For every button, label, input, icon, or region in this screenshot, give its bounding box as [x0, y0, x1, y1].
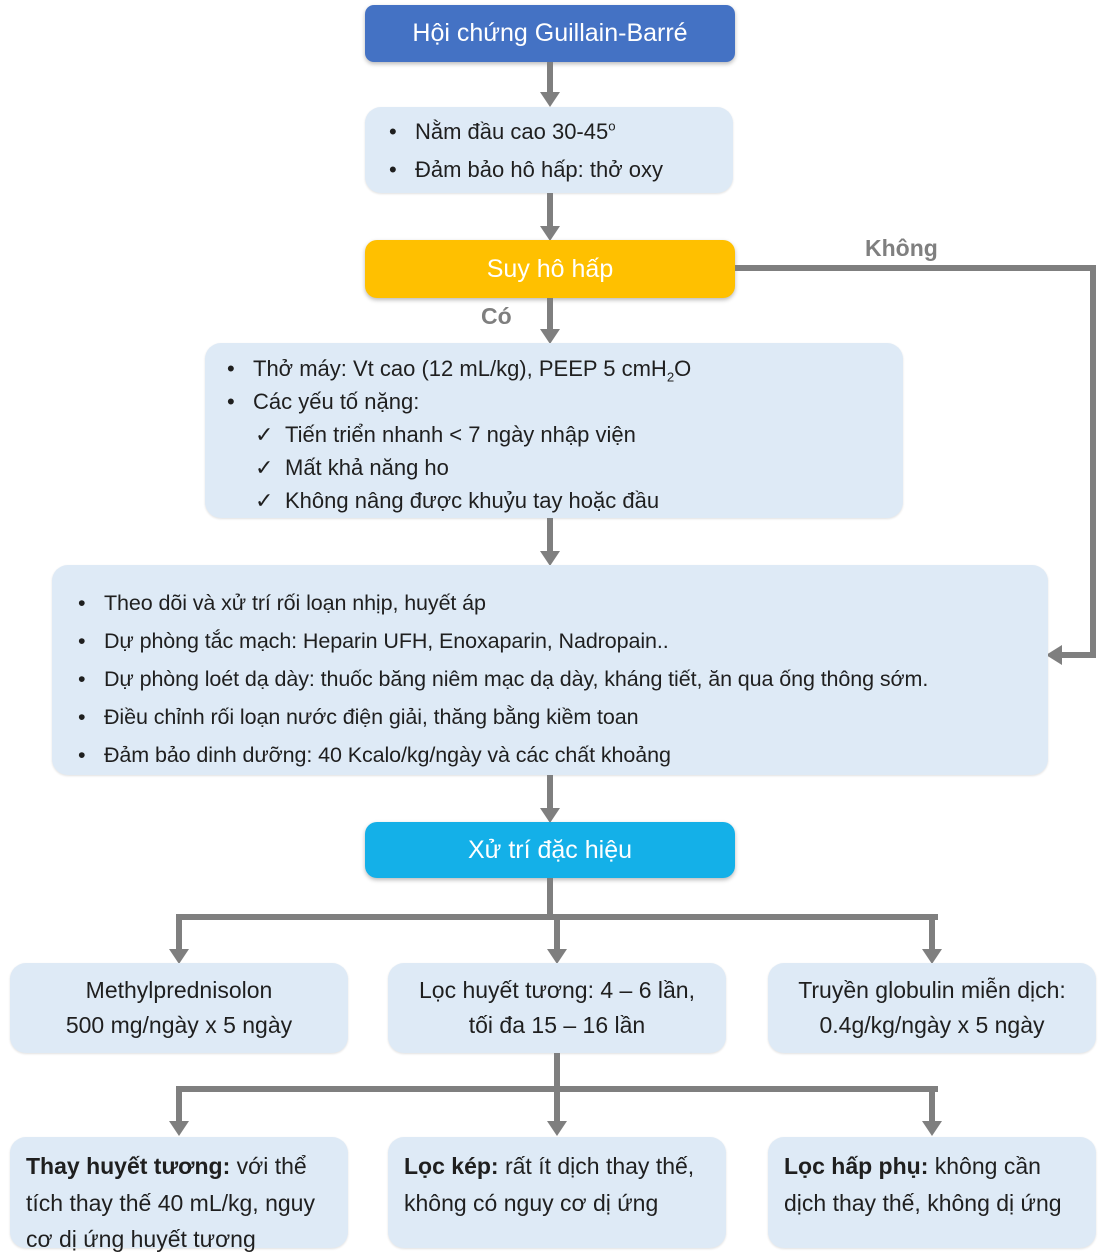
supportive-item-1: • Theo dõi và xử trí rối loạn nhịp, huyế… [78, 584, 1048, 622]
node-ventilation: • Thở máy: Vt cao (12 mL/kg), PEEP 5 cmH… [205, 343, 903, 518]
initial-care-item-1: • Nằm đầu cao 30-45o [389, 113, 733, 151]
arrow-prep-to-respfail-head [540, 226, 560, 241]
branch-label-yes: Có [481, 303, 512, 329]
check-icon: ✓ [255, 422, 274, 447]
check-icon: ✓ [255, 455, 274, 480]
supportive-item-2: • Dự phòng tắc mạch: Heparin UFH, Enoxap… [78, 622, 1048, 660]
tree-a-crossbar [176, 914, 938, 920]
arrow-title-to-prep-shaft [547, 62, 553, 93]
ventilation-check-1: ✓ Tiến triển nhanh < 7 ngày nhập viện [227, 418, 903, 451]
branch-label-no: Không [865, 235, 938, 261]
bullet-icon: • [227, 389, 235, 414]
arrow-respfail-to-vent-head [540, 329, 560, 344]
arrow-vent-to-monitor-shaft [547, 518, 553, 551]
supportive-item-4: • Điều chỉnh rối loạn nước điện giải, th… [78, 698, 1048, 736]
no-branch-vertical-segment [1090, 265, 1096, 658]
tree-b-right-head [922, 1121, 942, 1136]
ventilation-item-1: • Thở máy: Vt cao (12 mL/kg), PEEP 5 cmH… [227, 352, 903, 385]
bullet-icon: • [78, 629, 86, 653]
no-branch-arrowhead [1046, 645, 1062, 665]
node-initial-care: • Nằm đầu cao 30-45o • Đảm bảo hô hấp: t… [365, 107, 733, 193]
node-therapeutic-plasma-exchange: Thay huyết tương: với thể tích thay thế … [10, 1137, 348, 1252]
tree-a-left-shaft [176, 914, 182, 949]
tree-a-left-head [169, 949, 189, 964]
node-respiratory-failure: Suy hô hấp [365, 240, 735, 298]
bullet-icon: • [78, 705, 86, 729]
supportive-item-5: • Đảm bảo dinh dưỡng: 40 Kcalo/kg/ngày v… [78, 736, 1048, 774]
node-methylprednisolon: Methylprednisolon 500 mg/ngày x 5 ngày [10, 963, 348, 1053]
bullet-icon: • [78, 743, 86, 767]
tree-a-mid-shaft [554, 920, 560, 949]
tree-b-right-shaft [929, 1086, 935, 1121]
node-specific-treatment: Xử trí đặc hiệu [365, 822, 735, 878]
ventilation-check-3: ✓ Không nâng được khuỷu tay hoặc đầu [227, 484, 903, 517]
arrow-respfail-to-vent-shaft [547, 298, 553, 329]
node-plasma-exchange: Lọc huyết tương: 4 – 6 lần, tối đa 15 – … [388, 963, 726, 1053]
bullet-icon: • [389, 119, 397, 144]
bullet-icon: • [78, 591, 86, 615]
arrow-title-to-prep-head [540, 92, 560, 107]
no-branch-top-segment [735, 265, 1096, 271]
arrow-prep-to-respfail-shaft [547, 193, 553, 226]
tree-a-mid-head [547, 949, 567, 964]
ventilation-item-2: • Các yếu tố nặng: [227, 385, 903, 418]
tree-a-stem [547, 878, 553, 917]
tree-b-left-shaft [176, 1086, 182, 1121]
tree-b-stem [554, 1053, 560, 1089]
node-double-filtration: Lọc kép: rất ít dịch thay thế, không có … [388, 1137, 726, 1248]
bullet-icon: • [78, 667, 86, 691]
bullet-icon: • [227, 356, 235, 381]
tree-a-right-shaft [929, 914, 935, 949]
no-branch-bottom-segment [1062, 652, 1096, 658]
tree-b-left-head [169, 1121, 189, 1136]
arrow-vent-to-monitor-head [540, 551, 560, 566]
bullet-icon: • [389, 157, 397, 182]
tree-b-mid-shaft [554, 1092, 560, 1121]
node-immunoglobulin: Truyền globulin miễn dịch: 0.4g/kg/ngày … [768, 963, 1096, 1053]
tree-b-mid-head [547, 1121, 567, 1136]
tree-a-right-head [922, 949, 942, 964]
ventilation-check-2: ✓ Mất khả năng ho [227, 451, 903, 484]
check-icon: ✓ [255, 488, 274, 513]
initial-care-item-2: • Đảm bảo hô hấp: thở oxy [389, 151, 733, 189]
node-plasma-adsorption: Lọc hấp phụ: không cần dịch thay thế, kh… [768, 1137, 1096, 1248]
supportive-item-3: • Dự phòng loét dạ dày: thuốc băng niêm … [78, 660, 1048, 698]
arrow-monitor-to-specific-head [540, 808, 560, 823]
node-guillain-barre-title: Hội chứng Guillain-Barré [365, 5, 735, 62]
tree-b-crossbar [176, 1086, 938, 1092]
arrow-monitor-to-specific-shaft [547, 775, 553, 808]
node-supportive-care: • Theo dõi và xử trí rối loạn nhịp, huyế… [52, 565, 1048, 775]
